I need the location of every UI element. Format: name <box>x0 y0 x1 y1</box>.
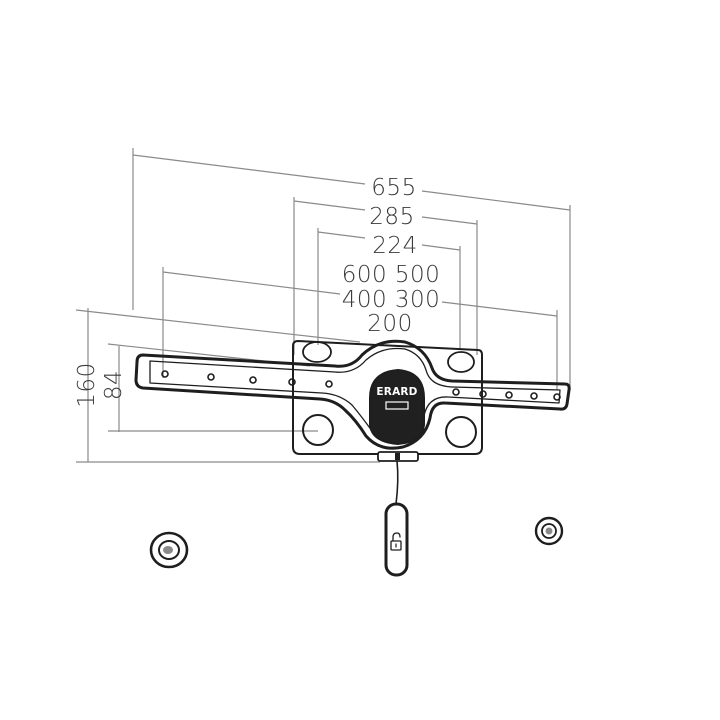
arm-hole <box>207 373 215 381</box>
dim-vesa-row-2: 400 300 <box>342 287 441 313</box>
dim-plate-height: 160 <box>74 362 100 407</box>
dim-plate-inner-width: 224 <box>372 233 417 259</box>
arm-hole <box>505 391 513 399</box>
lock-slot <box>385 401 409 410</box>
arm-holes-right <box>452 388 561 401</box>
wall-anchor-left <box>149 531 189 569</box>
arm-hole <box>288 378 296 386</box>
wall-plate <box>292 340 483 455</box>
pull-tag <box>384 502 409 577</box>
dimension-lines <box>75 148 571 463</box>
plate-hole-top-left <box>302 341 332 363</box>
brand-logo: ERARD <box>376 386 417 398</box>
plate-hole-bottom-left <box>302 414 334 446</box>
arm-holes-left <box>161 370 333 388</box>
dim-plate-outer-width: 285 <box>369 204 414 230</box>
mounting-arm <box>134 339 571 450</box>
arm-hole <box>325 380 333 388</box>
wall-anchor-right <box>534 516 564 546</box>
dim-vesa-row-1: 600 500 <box>342 262 441 288</box>
dim-overall-width: 655 <box>371 175 416 201</box>
dim-vesa-row-3: 200 <box>367 311 412 337</box>
plate-hole-bottom-right <box>445 416 477 448</box>
arm-hole <box>530 392 538 400</box>
plate-hole-top-right <box>447 351 475 373</box>
arm-hole <box>452 388 460 396</box>
arm-hole <box>553 393 561 401</box>
arm-hole <box>249 376 257 384</box>
safety-pull-cord <box>377 451 419 577</box>
dimension-labels: 655 285 224 600 500 400 300 200 160 84 <box>74 175 440 408</box>
lock-icon <box>390 532 402 551</box>
dim-hole-spacing-height: 84 <box>101 370 127 400</box>
lock-housing: ERARD <box>369 368 425 446</box>
arm-hole <box>161 370 169 378</box>
arm-hole <box>479 390 487 398</box>
